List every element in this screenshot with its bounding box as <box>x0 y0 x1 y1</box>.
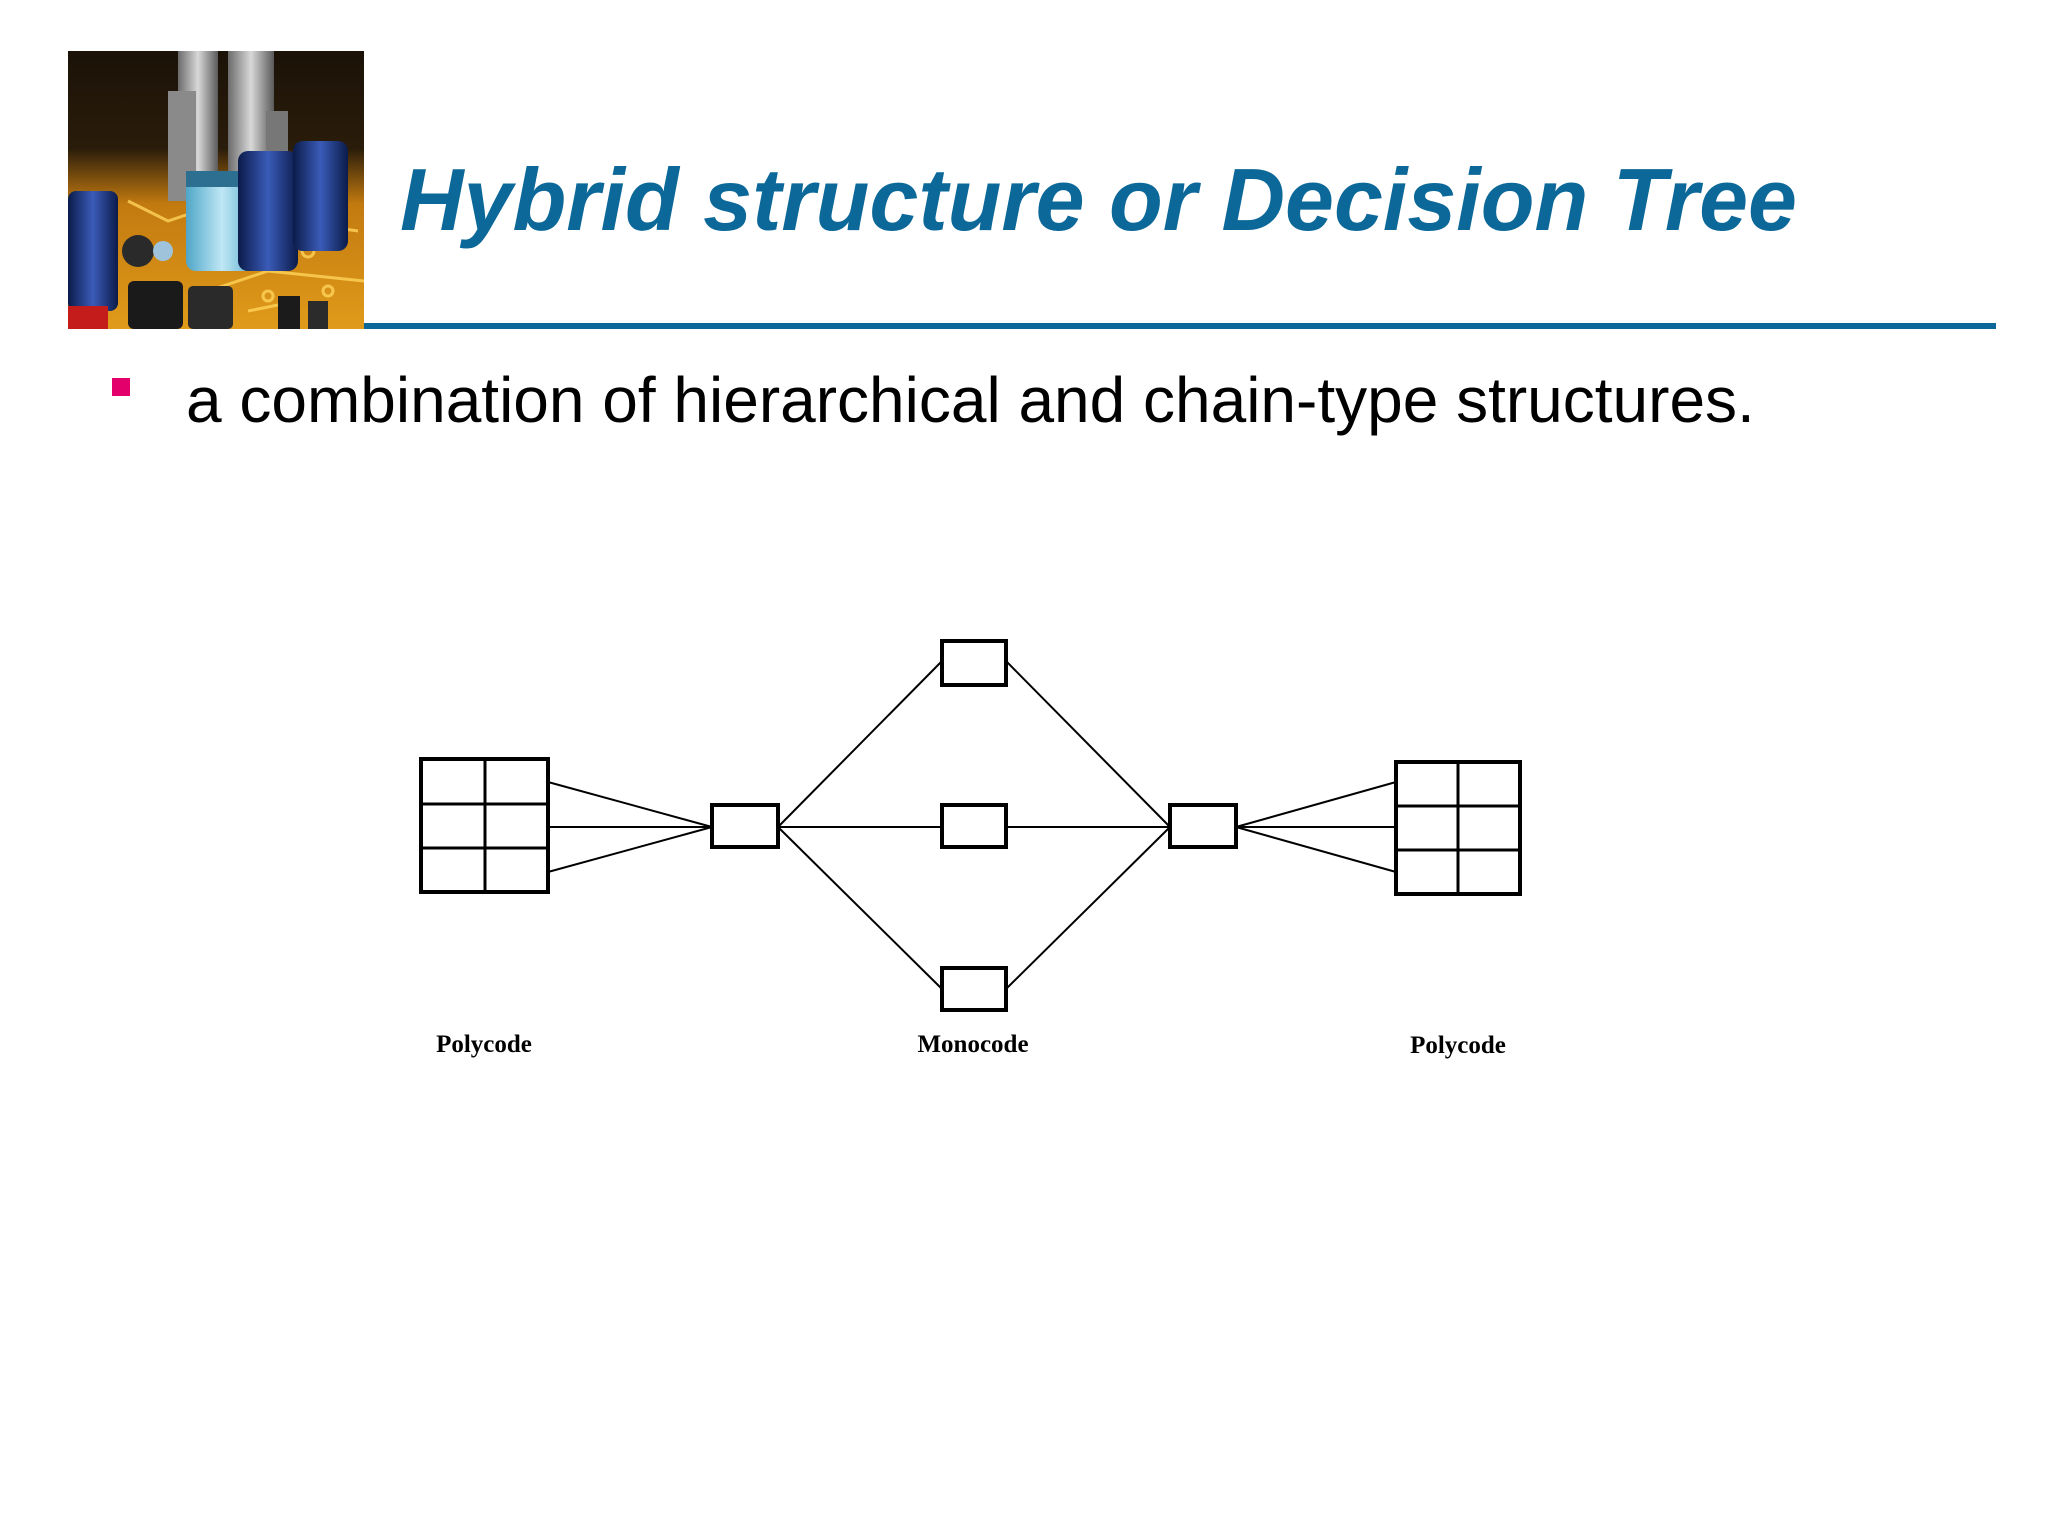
left-node-box <box>710 803 780 849</box>
bullet-square-icon <box>112 378 130 396</box>
slide-title: Hybrid structure or Decision Tree <box>400 150 1797 249</box>
left-polycode-label: Polycode <box>436 1031 532 1058</box>
connector-line <box>1235 826 1397 873</box>
bullet-text: a combination of hierarchical and chain-… <box>186 364 1755 436</box>
right-polycode-label: Polycode <box>1410 1032 1506 1059</box>
right-node-box <box>1168 803 1238 849</box>
circuit-board-photo <box>68 51 364 329</box>
right-polycode-grid <box>1394 760 1522 896</box>
top-node-box <box>940 639 1008 687</box>
bullet-item: a combination of hierarchical and chain-… <box>112 360 2012 440</box>
bottom-node-box <box>940 966 1008 1012</box>
middle-node-box <box>940 803 1008 849</box>
connector-line <box>1235 781 1397 828</box>
connector-line <box>547 781 713 828</box>
connector-line <box>1005 660 1171 828</box>
title-underline <box>364 323 1996 329</box>
connector-line <box>547 826 713 873</box>
connector-line <box>1005 826 1171 990</box>
header-photo <box>68 51 364 329</box>
monocode-label: Monocode <box>917 1031 1028 1058</box>
left-polycode-grid <box>419 757 550 894</box>
connector-line <box>777 660 943 828</box>
connector-line <box>777 826 943 990</box>
